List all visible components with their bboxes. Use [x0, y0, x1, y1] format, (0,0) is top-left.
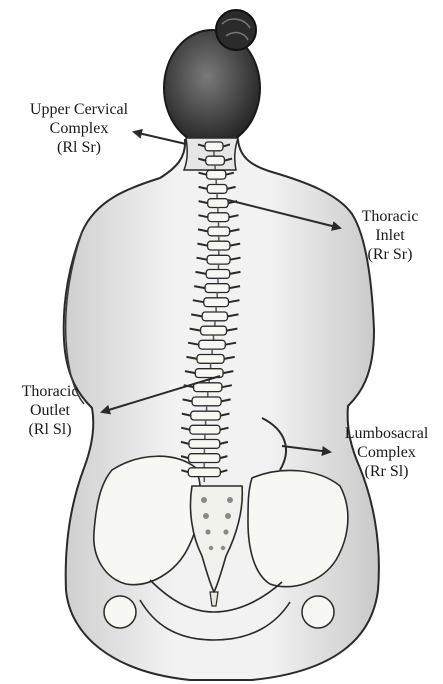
vertebra — [191, 411, 221, 420]
label-lumbosacral-complex: Lumbosacral Complex (Rr Sl) — [330, 424, 443, 481]
vertebra — [208, 199, 228, 208]
label-line: (Rl Sl) — [2, 420, 98, 439]
vertebra — [207, 170, 226, 179]
coccyx — [210, 592, 218, 606]
label-line: Thoracic — [340, 207, 440, 226]
vertebra — [189, 454, 220, 463]
vertebra — [189, 440, 220, 449]
vertebra — [188, 468, 220, 477]
label-line: (Rr Sl) — [330, 462, 443, 481]
label-line: (Rl Sr) — [4, 138, 154, 157]
vertebra — [205, 284, 229, 293]
label-line: Upper Cervical — [4, 100, 154, 119]
vertebra — [205, 142, 223, 151]
label-line: Outlet — [2, 401, 98, 420]
vertebra — [194, 383, 222, 392]
vertebra — [207, 255, 230, 264]
vertebra — [201, 326, 227, 335]
vertebra — [199, 340, 226, 349]
vertebra — [197, 355, 224, 364]
vertebra — [190, 425, 220, 434]
hair-bun — [216, 10, 256, 50]
vertebra — [206, 156, 225, 165]
vertebra — [192, 397, 221, 406]
vertebra — [208, 213, 229, 222]
label-thoracic-inlet: Thoracic Inlet (Rr Sr) — [340, 207, 440, 264]
label-line: (Rr Sr) — [340, 245, 440, 264]
left-femoral-head — [104, 596, 136, 628]
label-line: Complex — [330, 443, 443, 462]
vertebra — [208, 227, 230, 236]
vertebra — [204, 298, 229, 307]
label-line: Inlet — [340, 226, 440, 245]
vertebra — [206, 270, 230, 279]
vertebra — [202, 312, 227, 321]
vertebra — [208, 241, 230, 250]
label-line: Complex — [4, 119, 154, 138]
vertebra — [207, 185, 227, 194]
label-line: Lumbosacral — [330, 424, 443, 443]
label-line: Thoracic — [2, 382, 98, 401]
label-upper-cervical-complex: Upper Cervical Complex (Rl Sr) — [4, 100, 154, 157]
right-femoral-head — [302, 596, 334, 628]
label-thoracic-outlet: Thoracic Outlet (Rl Sl) — [2, 382, 98, 439]
